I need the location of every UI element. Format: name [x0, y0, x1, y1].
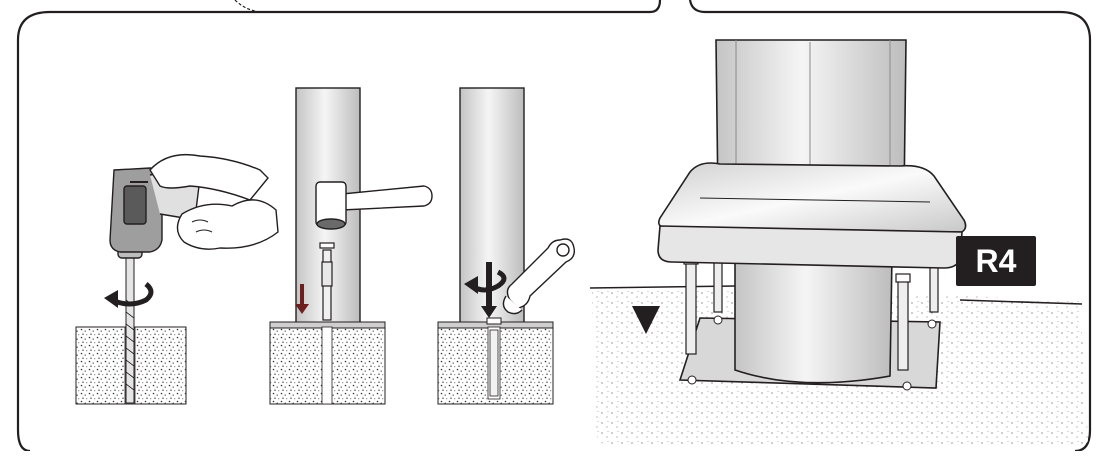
step-wrench: [438, 88, 574, 404]
rotate-arrow-head: [104, 290, 118, 308]
step-badge: R4: [956, 236, 1036, 286]
post-base-anchor-icon: [658, 163, 966, 268]
step-drill: [76, 155, 278, 404]
step-hammer: [270, 88, 432, 404]
hammer-icon: [316, 182, 432, 229]
